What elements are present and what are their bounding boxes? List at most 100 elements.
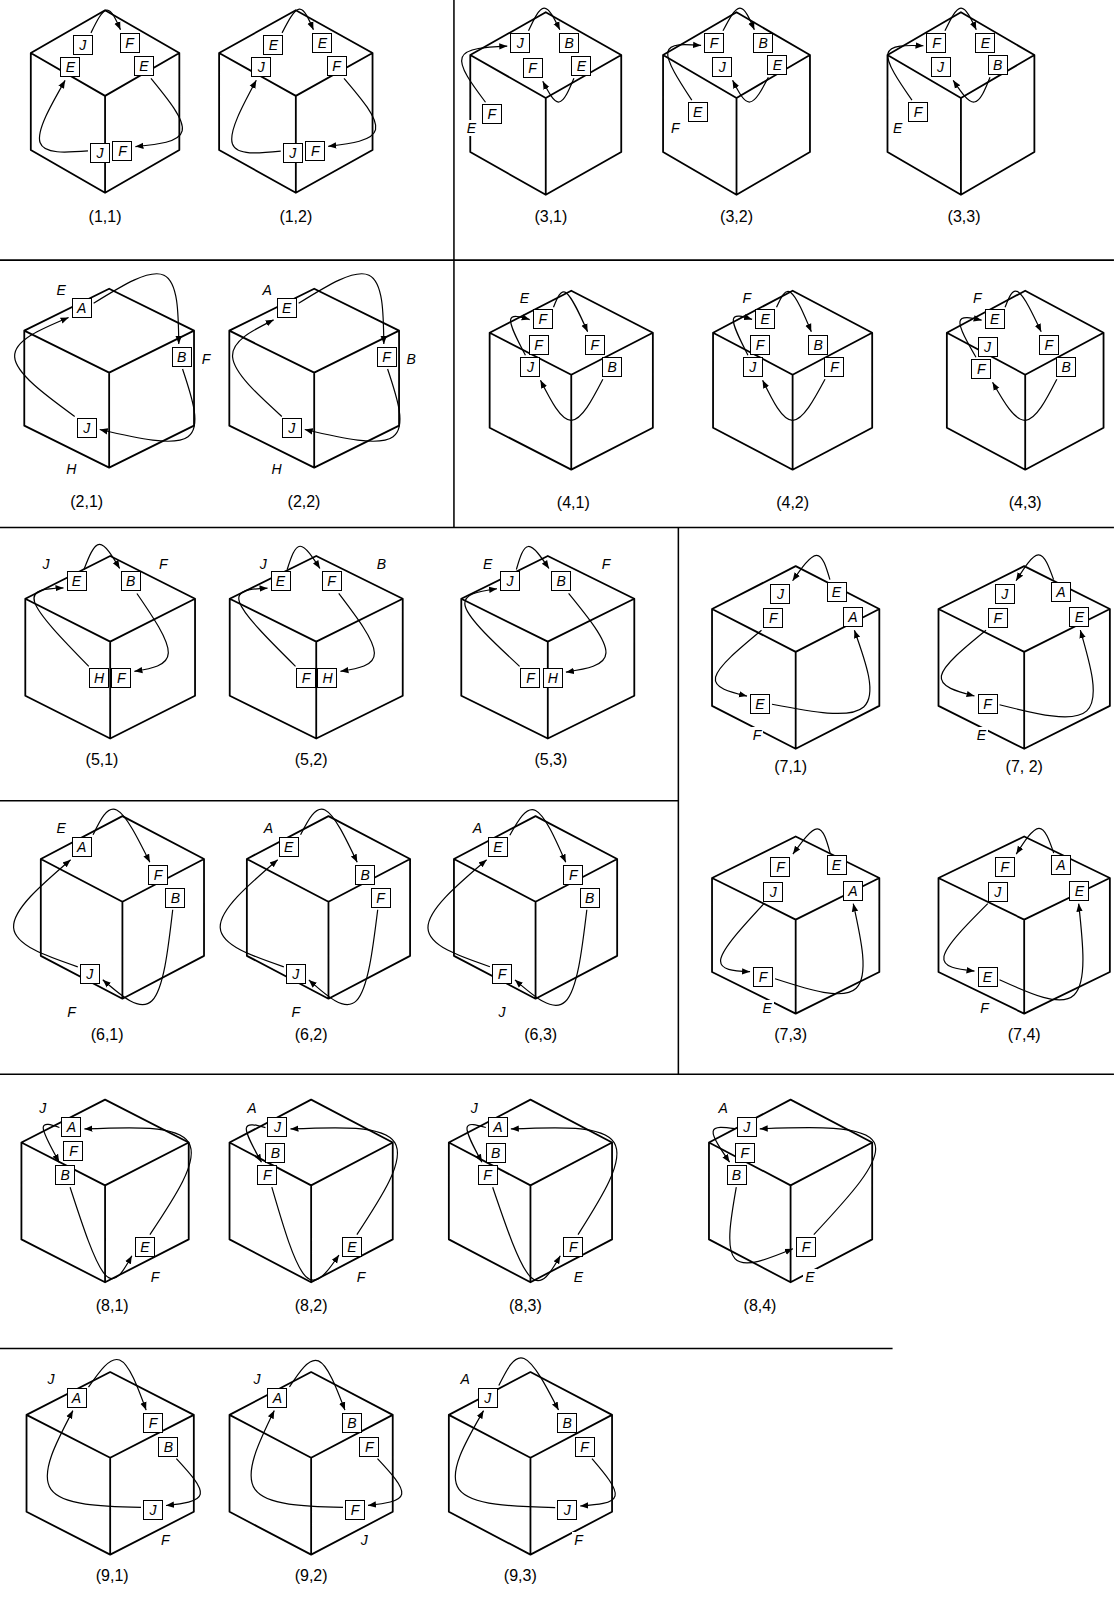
sticker-square: J bbox=[90, 143, 110, 163]
sticker-square: J bbox=[737, 1117, 757, 1137]
sticker-square: A bbox=[843, 881, 863, 901]
sticker-letter: A bbox=[493, 1120, 502, 1134]
sticker-letter: F bbox=[769, 611, 778, 625]
sticker-letter: E bbox=[983, 970, 992, 984]
sticker-letter: F bbox=[983, 697, 992, 711]
sticker-letter: B bbox=[993, 58, 1002, 72]
face-letter: E bbox=[891, 120, 904, 136]
face-letter: A bbox=[261, 282, 274, 298]
sticker-square: E bbox=[767, 55, 787, 75]
sticker-letter: F bbox=[365, 1440, 374, 1454]
sticker-square: E bbox=[985, 309, 1005, 329]
sticker-letter: F bbox=[487, 107, 496, 121]
divider-line bbox=[0, 527, 1114, 529]
sticker-square: B bbox=[165, 888, 185, 908]
rotation-arrow bbox=[301, 809, 358, 862]
rotation-arrow bbox=[220, 860, 284, 967]
sticker-square: F bbox=[111, 668, 131, 688]
rotation-arrow bbox=[339, 593, 375, 671]
face-letter: F bbox=[157, 556, 170, 572]
rotation-arrow bbox=[455, 1411, 555, 1508]
sticker-square: E bbox=[277, 298, 297, 318]
sticker-square: F bbox=[63, 1141, 83, 1161]
rotation-arrow bbox=[953, 77, 990, 102]
sticker-letter: J bbox=[770, 885, 777, 899]
rotation-arrow bbox=[91, 10, 121, 33]
rotation-arrow bbox=[93, 809, 150, 862]
sticker-square: B bbox=[355, 865, 375, 885]
sticker-square: J bbox=[763, 882, 783, 902]
face-letter: E bbox=[518, 290, 531, 306]
sticker-letter: F bbox=[498, 967, 507, 981]
sticker-letter: E bbox=[347, 1240, 356, 1254]
sticker-letter: F bbox=[483, 1168, 492, 1182]
sticker-letter: J bbox=[937, 60, 944, 74]
divider-line bbox=[0, 259, 1114, 261]
sticker-square: E bbox=[271, 571, 291, 591]
sticker-letter: F bbox=[125, 36, 134, 50]
sticker-letter: F bbox=[756, 338, 765, 352]
face-letter: E bbox=[55, 282, 68, 298]
figure-caption: (8,4) bbox=[742, 1297, 779, 1315]
sticker-square: E bbox=[135, 1237, 155, 1257]
sticker-square: F bbox=[327, 56, 347, 76]
face-letter: A bbox=[717, 1100, 730, 1116]
rotation-arrow bbox=[540, 379, 602, 420]
sticker-square: F bbox=[359, 1437, 379, 1457]
rotation-arrow bbox=[713, 1127, 735, 1162]
sticker-square: E bbox=[755, 309, 775, 329]
cube-outline bbox=[449, 1100, 612, 1283]
rotation-arrow bbox=[309, 910, 378, 1005]
sticker-letter: A bbox=[77, 301, 86, 315]
rotation-arrow bbox=[945, 8, 976, 31]
rotation-arrow bbox=[14, 860, 78, 967]
cube-outline bbox=[27, 1372, 194, 1555]
rotation-arrow bbox=[553, 292, 587, 332]
face-letter: H bbox=[64, 461, 78, 477]
figure-caption: (1,2) bbox=[277, 208, 314, 226]
divider-line bbox=[0, 1073, 1114, 1075]
face-letter: F bbox=[971, 290, 984, 306]
figure-caption: (7,1) bbox=[772, 758, 809, 776]
figure-caption: (2,2) bbox=[286, 493, 323, 511]
divider-line bbox=[0, 1348, 893, 1350]
face-letter: F bbox=[751, 727, 764, 743]
sticker-letter: F bbox=[993, 611, 1002, 625]
figure-caption: (9,2) bbox=[293, 1567, 330, 1585]
sticker-letter: J bbox=[258, 60, 265, 74]
sticker-letter: J bbox=[984, 340, 991, 354]
face-letter: F bbox=[290, 1004, 303, 1020]
sticker-square: J bbox=[73, 35, 93, 55]
sticker-square: F bbox=[563, 865, 583, 885]
cube-outline bbox=[219, 10, 372, 193]
sticker-square: B bbox=[602, 357, 622, 377]
rotation-arrow bbox=[944, 904, 988, 971]
sticker-square: F bbox=[1039, 335, 1059, 355]
rotation-arrow bbox=[543, 78, 574, 102]
sticker-square: F bbox=[908, 102, 928, 122]
figure-caption: (6,2) bbox=[293, 1026, 330, 1044]
sticker-letter: J bbox=[517, 36, 524, 50]
sticker-letter: E bbox=[773, 58, 782, 72]
sticker-letter: B bbox=[732, 1168, 741, 1182]
divider-line bbox=[453, 0, 455, 527]
sticker-letter: B bbox=[171, 891, 180, 905]
sticker-letter: J bbox=[292, 967, 299, 981]
sticker-letter: A bbox=[72, 1391, 81, 1405]
sticker-square: F bbox=[492, 964, 512, 984]
figure-caption: (3,3) bbox=[946, 208, 983, 226]
sticker-square: E bbox=[975, 33, 995, 53]
face-letter: B bbox=[404, 351, 417, 367]
rotation-arrow bbox=[289, 1360, 344, 1410]
rotation-arrow bbox=[84, 1128, 191, 1235]
figure-caption: (3,1) bbox=[532, 208, 569, 226]
sticker-square: E bbox=[342, 1237, 362, 1257]
cube-outline bbox=[938, 836, 1109, 1013]
sticker-letter: E bbox=[139, 59, 148, 73]
sticker-square: B bbox=[1056, 357, 1076, 377]
sticker-letter: J bbox=[1001, 587, 1008, 601]
sticker-letter: E bbox=[66, 60, 75, 74]
sticker-square: J bbox=[743, 357, 763, 377]
rotation-arrow bbox=[233, 320, 282, 417]
sticker-letter: B bbox=[563, 1416, 572, 1430]
